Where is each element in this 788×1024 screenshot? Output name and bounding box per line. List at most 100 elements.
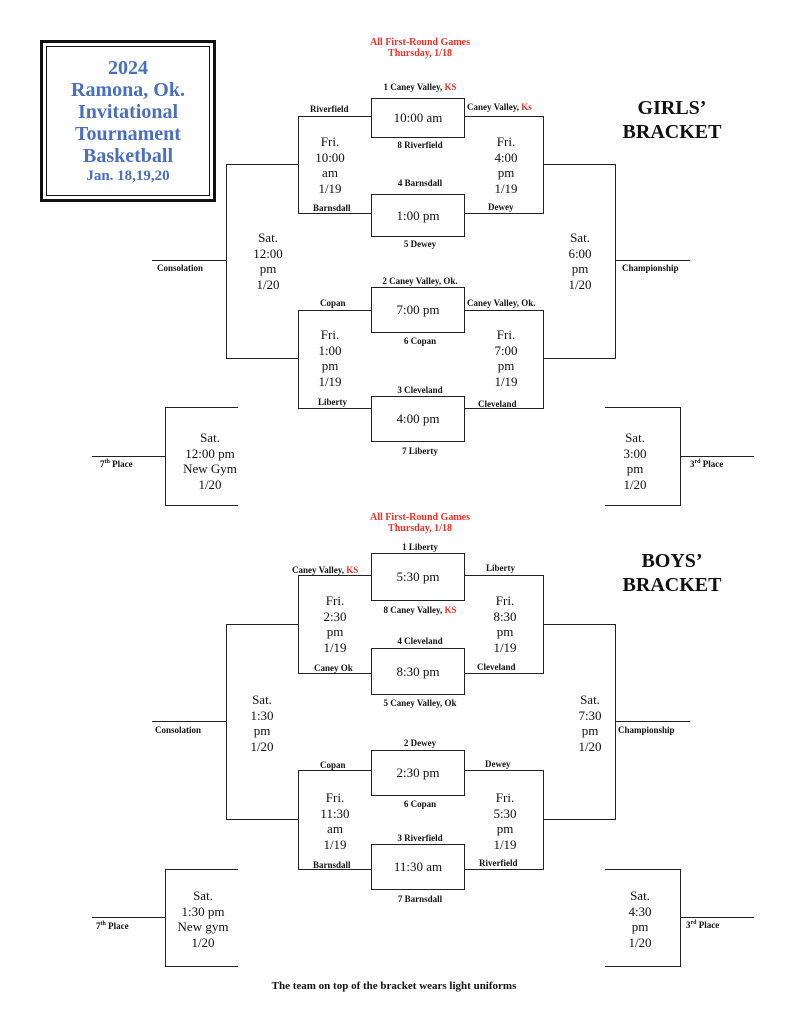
girls-game-1-top-team: 1 Caney Valley, KS [340, 82, 500, 92]
girls-first-round-line-1: All First-Round Games [370, 37, 470, 48]
girls-game-3-box: 7:00 pm [371, 287, 465, 333]
girls-semi-top-lower: Dewey [488, 202, 514, 212]
girls-seventh-place-label: 7th Place [100, 459, 133, 469]
boys-first-round-note: All First-Round Games Thursday, 1/18 [340, 512, 500, 534]
boys-bracket-heading: BOYS’ BRACKET [612, 549, 732, 597]
girls-cons-top-upper: Riverfield [310, 104, 349, 114]
time-line: pm [631, 919, 649, 934]
time-line: pm [321, 358, 339, 373]
time-line: Sat. [580, 692, 600, 707]
girls-game-2-time: 1:00 pm [396, 207, 440, 223]
time-line: Fri. [325, 790, 345, 805]
girls-semi-top-upper-name: Caney Valley, [467, 102, 522, 112]
boys-game-1-time: 5:30 pm [396, 569, 440, 584]
girls-bracket-heading: GIRLS’ BRACKET [612, 96, 732, 144]
time-line: 4:30 [628, 903, 652, 919]
time-line: 1:00 [318, 342, 342, 358]
time-line: New Gym [183, 461, 237, 476]
time-line: Fri. [496, 327, 516, 342]
boys-cons-bot-upper: Copan [320, 760, 346, 770]
boys-championship-label: Championship [618, 725, 675, 735]
time-line: am [322, 165, 338, 180]
boys-line [92, 917, 165, 918]
girls-cons-bot-upper: Copan [320, 298, 346, 308]
boys-third-place-label: 3rd Place [686, 920, 719, 930]
girls-line [298, 213, 371, 214]
boys-line [465, 673, 543, 674]
boys-game-2-top-team: 4 Cleveland [397, 636, 443, 646]
time-line: Fri. [496, 134, 516, 149]
boys-cons-top-upper: Caney Valley, KS [292, 565, 358, 575]
time-line: 12:00 pm [185, 445, 235, 461]
place-word: Place [700, 459, 724, 469]
boys-game-4-box: 11:30 am [371, 844, 465, 890]
title-line-4: Basketball [82, 145, 174, 167]
boys-game-4-bottom-team: 7 Barnsdall [397, 894, 443, 904]
girls-g1-top-ks: KS [444, 82, 457, 92]
time-line: 1/19 [318, 373, 342, 389]
boys-game-4-top-team: 3 Riverfield [397, 833, 443, 843]
boys-line [165, 869, 238, 870]
time-line: 5:30 [493, 805, 517, 821]
girls-cons-top-lower: Barnsdall [313, 203, 351, 213]
time-line: 1:30 pm [181, 903, 225, 919]
boys-line [605, 966, 680, 967]
boys-line [226, 624, 227, 820]
footer-note: The team on top of the bracket wears lig… [271, 980, 517, 992]
girls-semi-bot-upper: Caney Valley, Ok. [467, 298, 536, 308]
boys-semi-top-upper: Liberty [486, 563, 515, 573]
boys-line [543, 770, 544, 870]
time-line: Sat. [252, 692, 272, 707]
time-line: 1/20 [191, 934, 215, 950]
title-line-1: Ramona, Ok. [71, 79, 185, 101]
ordinal: 3 [686, 920, 691, 930]
girls-line [465, 116, 543, 117]
girls-game-1-box: 10:00 am [371, 98, 465, 138]
boys-game-3-box: 2:30 pm [371, 750, 465, 796]
boys-line [298, 575, 299, 674]
girls-line [543, 358, 615, 359]
girls-line [298, 116, 371, 117]
girls-line [543, 310, 544, 409]
girls-game-3-top-team: 2 Caney Valley, Ok. [382, 276, 458, 286]
girls-line [615, 164, 616, 359]
girls-game-2-bottom-team: 5 Dewey [403, 239, 437, 249]
time-line: pm [259, 261, 277, 276]
boys-cons-top-lower: Caney Ok [314, 663, 353, 673]
girls-line [465, 408, 543, 409]
girls-game-4-box: 4:00 pm [371, 396, 465, 442]
boys-line [615, 721, 690, 722]
time-line: 1:30 [250, 707, 274, 723]
ordinal-suffix: th [100, 921, 106, 927]
boys-line [465, 575, 543, 576]
time-line: pm [326, 624, 344, 639]
boys-seventh-place-label: 7th Place [96, 921, 129, 931]
time-line: pm [581, 723, 599, 738]
boys-game-1-box: 5:30 pm [371, 553, 465, 601]
title-year: 2024 [108, 57, 148, 79]
boys-first-round-line-2: Thursday, 1/18 [388, 523, 452, 534]
time-line: 8:30 [493, 608, 517, 624]
boys-consolation-label: Consolation [155, 725, 202, 735]
boys-line [543, 624, 615, 625]
girls-heading-line-1: GIRLS’ [637, 97, 707, 119]
time-line: 1/20 [623, 476, 647, 492]
time-line: Fri. [495, 593, 515, 608]
time-line: 11:30 [320, 805, 350, 821]
girls-line [92, 456, 165, 457]
time-line: New gym [177, 919, 229, 934]
boys-line [680, 917, 754, 918]
girls-line [165, 407, 238, 408]
time-line: 2:30 [323, 608, 347, 624]
boys-cons-top-upper-name: Caney Valley, [292, 565, 347, 575]
girls-line [298, 310, 371, 311]
girls-line [226, 358, 298, 359]
girls-line [465, 310, 543, 311]
